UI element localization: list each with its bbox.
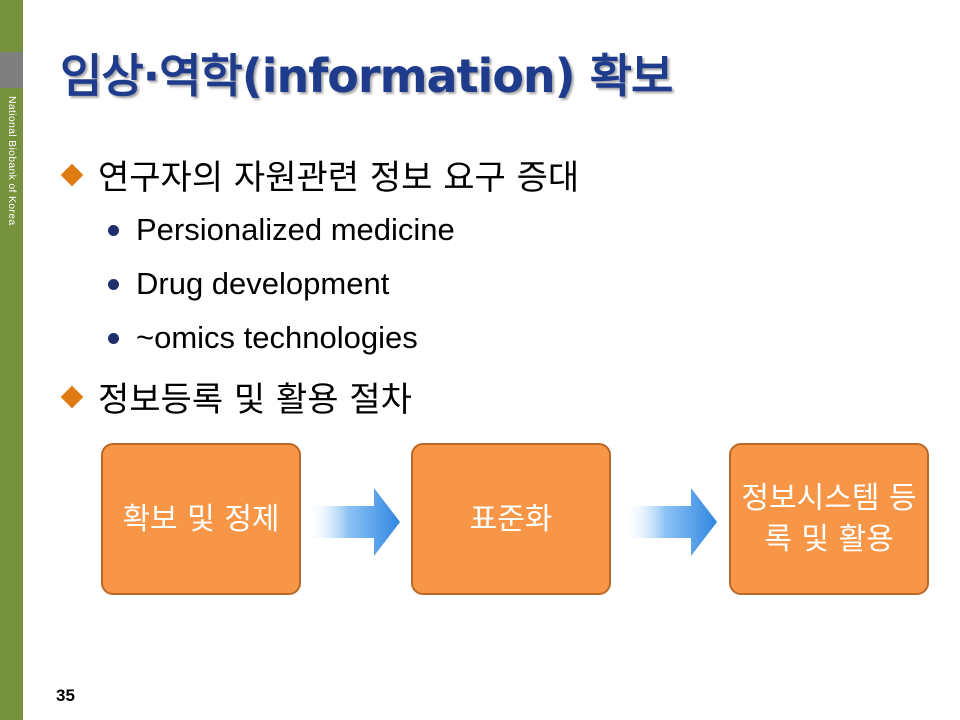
sub-bullet-text: ~omics technologies [136, 320, 418, 355]
page-number: 35 [56, 686, 75, 705]
sub-bullet-item: ~omics technologies [108, 320, 418, 356]
side-bar [0, 0, 23, 720]
flow-step-box: 확보 및 정제 [101, 443, 301, 595]
bullet-item: 연구자의 자원관련 정보 요구 증대 [60, 150, 580, 199]
dot-bullet-icon [108, 278, 119, 290]
dot-bullet-icon [108, 224, 119, 236]
side-bar-block [0, 52, 23, 88]
bullet-text: 정보등록 및 활용 절차 [98, 380, 412, 420]
sub-bullet-item: Drug development [108, 266, 389, 302]
bullet-item: 정보등록 및 활용 절차 [60, 372, 412, 421]
diamond-bullet-icon [60, 385, 84, 408]
side-label: National Biobank of Korea [6, 96, 18, 226]
sub-bullet-text: Drug development [136, 266, 390, 301]
sub-bullet-text: Persionalized medicine [136, 212, 455, 247]
right-arrow-icon [623, 488, 717, 556]
dot-bullet-icon [108, 332, 119, 344]
flow-step-box: 정보시스템 등록 및 활용 [729, 443, 929, 595]
slide-title: 임상·역학(information) 확보 [60, 49, 673, 103]
diamond-bullet-icon [60, 163, 84, 186]
sub-bullet-item: Persionalized medicine [108, 212, 455, 248]
bullet-text: 연구자의 자원관련 정보 요구 증대 [98, 158, 580, 198]
right-arrow-icon [306, 488, 400, 556]
flow-step-box: 표준화 [411, 443, 611, 595]
